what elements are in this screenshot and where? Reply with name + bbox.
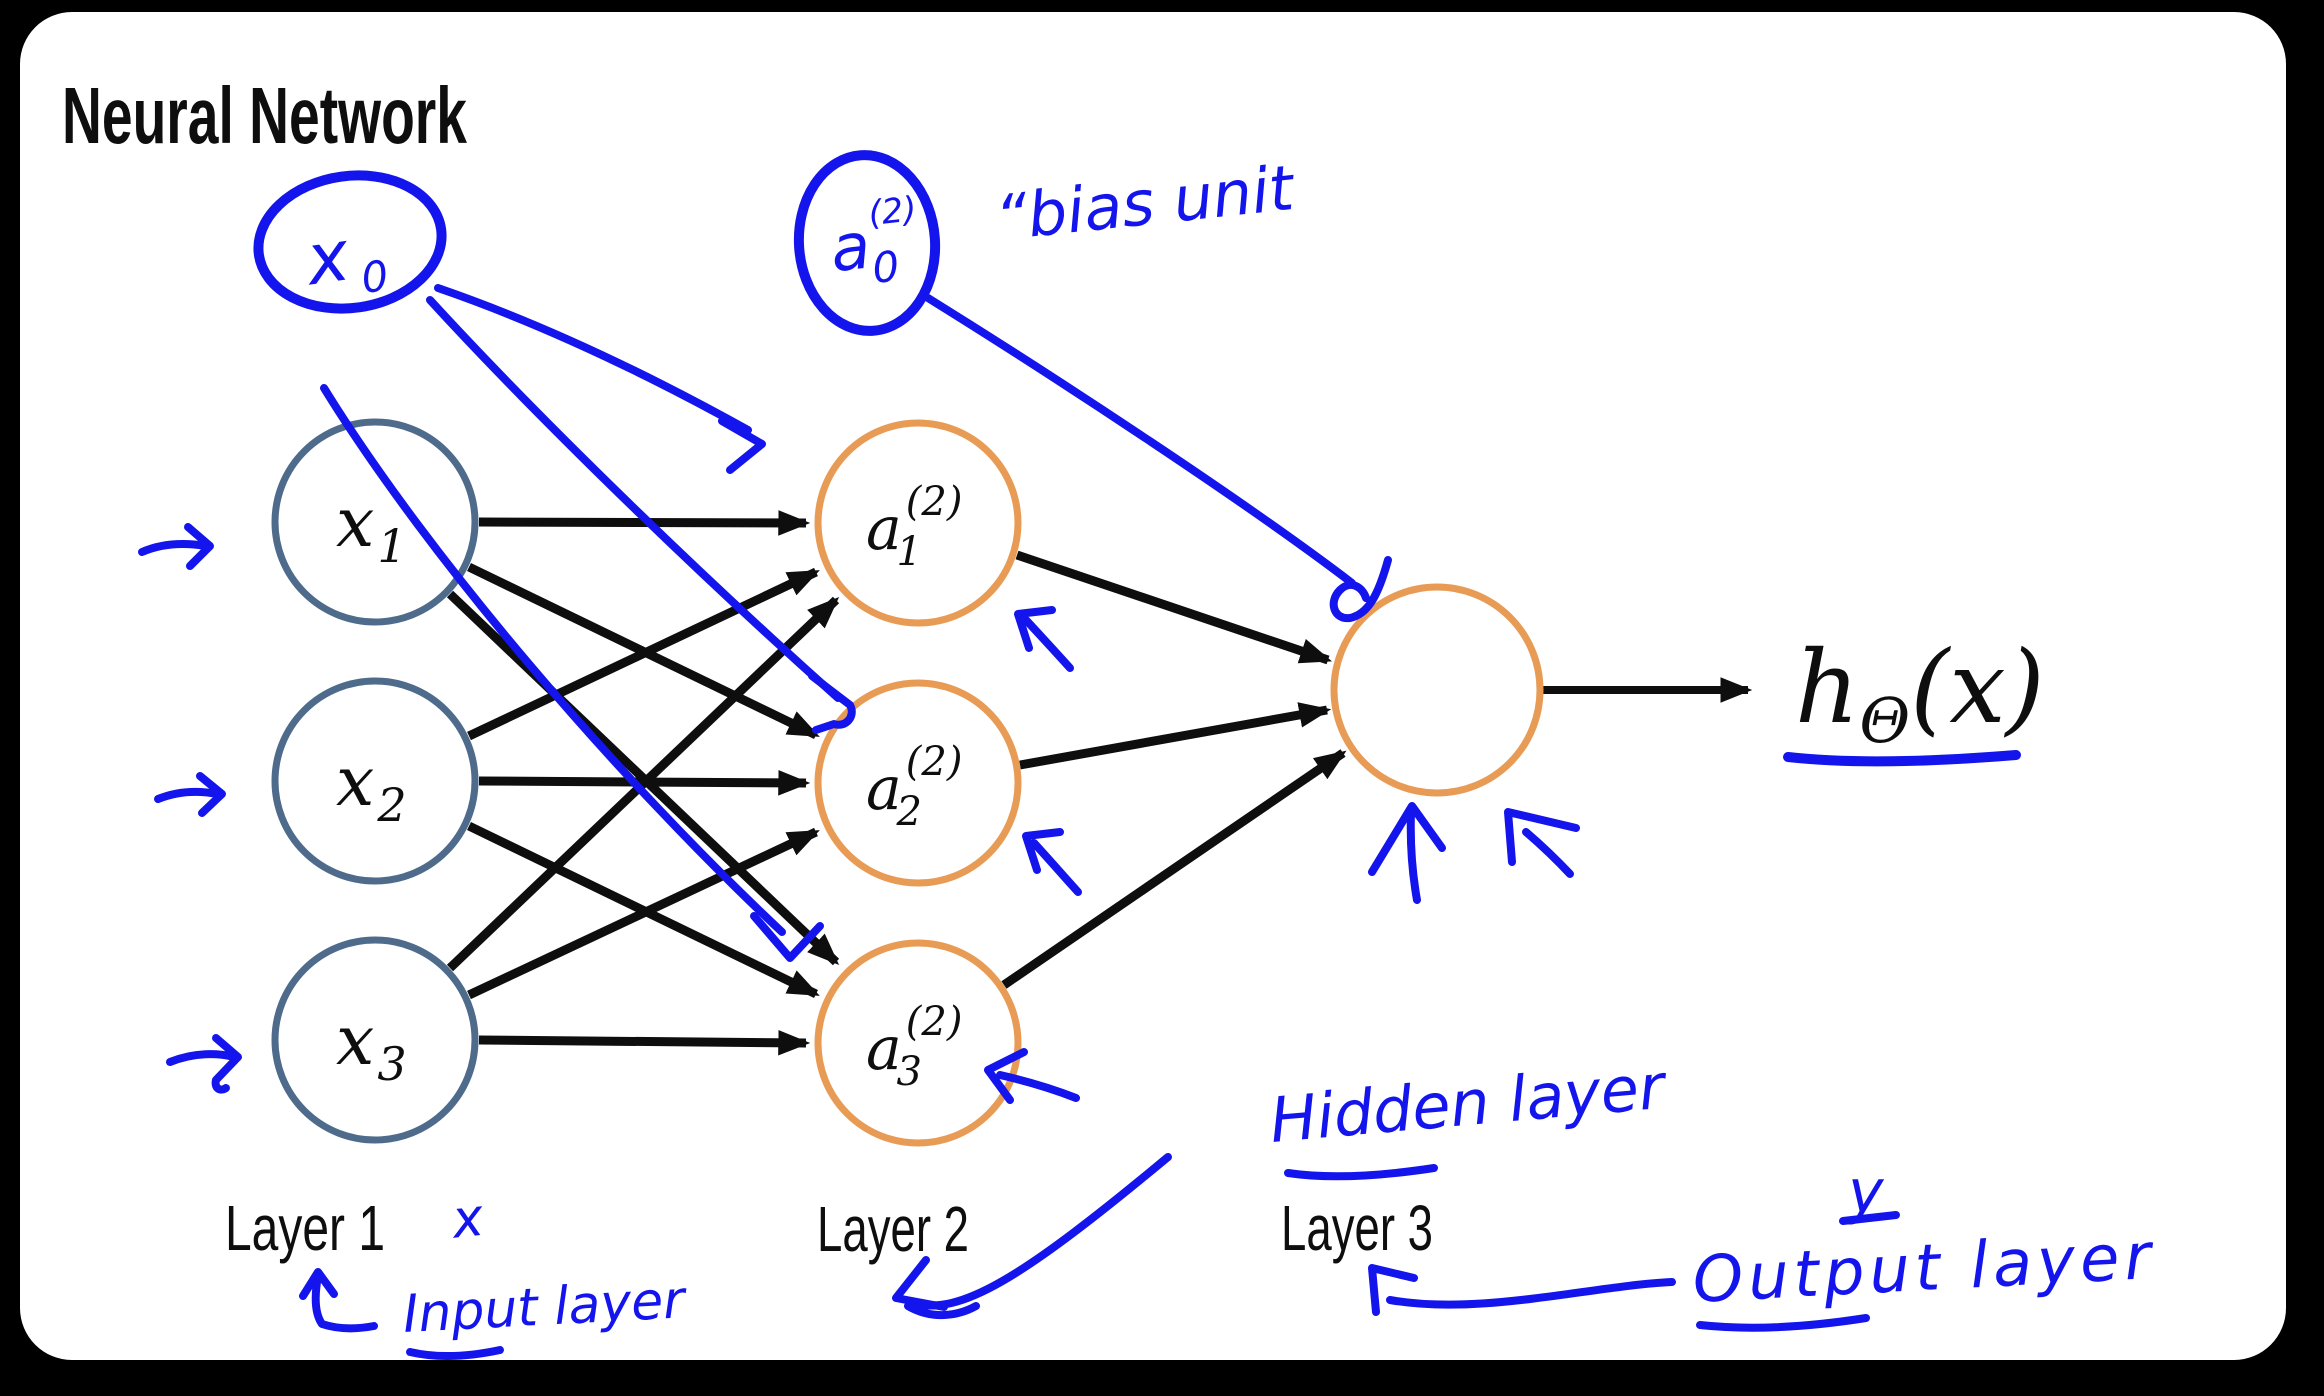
hypothesis-formula: hΘ(x) (1795, 629, 2045, 757)
pointer-arrow-a2 (1022, 828, 1082, 896)
bias-hidden-label: a(2)0 (825, 189, 924, 297)
bias-input-stroke-a2 (426, 296, 842, 702)
pointer-arrow-output-1 (1368, 802, 1446, 904)
pointer-arrow-a1 (1014, 606, 1074, 672)
hypothesis-h: h (1795, 629, 1859, 746)
hidden-node-a2 (814, 679, 1022, 887)
bias-input-stroke-a1 (434, 284, 752, 434)
connection-line (1001, 749, 1347, 989)
hidden-layer-arrow (892, 1153, 1172, 1320)
hidden-layer-nodes: a(2)1 a(2)2 a(2)3 (814, 419, 1022, 1147)
input-arrow-x3 (166, 1034, 242, 1094)
bias-input-arrowhead-a3 (750, 912, 824, 962)
input-layer-note: Input layer (402, 1270, 690, 1345)
hidden-node-a1 (814, 419, 1022, 627)
hidden-node-a3 (814, 939, 1022, 1147)
connection-line (1015, 550, 1333, 665)
connections-hidden-output (1001, 550, 1347, 989)
input-node-x1-label: x1 (336, 484, 407, 573)
bias-input-arrowhead-a1 (718, 417, 766, 474)
layer3-arrow (1368, 1264, 1676, 1316)
connection-line (467, 567, 820, 741)
bias-hidden-arrowhead-output (1329, 556, 1392, 623)
hidden-underline (1284, 1164, 1438, 1181)
input-layer-arrow (299, 1268, 378, 1333)
hidden-node-a1-label: a(2)1 (866, 479, 962, 575)
input-node-x3 (271, 936, 479, 1144)
input-node-x1 (271, 418, 479, 626)
x-note: x (447, 1188, 487, 1251)
hidden-node-a2-label: a(2)2 (866, 739, 962, 835)
input-node-x3-label: x3 (336, 1002, 407, 1091)
y-underline (1839, 1211, 1900, 1225)
input-node-x2-label: x2 (336, 743, 407, 832)
connection-line (1019, 702, 1332, 770)
connection-line (446, 596, 840, 972)
hypothesis-underline (1783, 750, 2021, 767)
output-node (1330, 583, 1544, 797)
bias-input-arrowhead-a2 (808, 672, 856, 734)
bias-hidden-circle (793, 150, 941, 336)
output-underline (1696, 1314, 1870, 1332)
connections-input-hidden (446, 510, 840, 1056)
layer-2-label: Layer 2 (817, 1193, 969, 1265)
input-node-x2 (271, 677, 479, 885)
input-layer-nodes: x1 x2 x3 (271, 418, 479, 1144)
input-arrow-x2 (154, 772, 226, 817)
connection-line (478, 1029, 811, 1056)
pointer-arrow-output-2 (1504, 808, 1580, 878)
hypothesis-theta: Θ (1859, 684, 1910, 757)
hypothesis-arg: (x) (1910, 629, 2044, 746)
hidden-node-a3-label: a(2)3 (866, 999, 962, 1095)
input-underline (406, 1346, 504, 1361)
bias-input-stroke-a3 (320, 384, 786, 936)
connection-line (478, 510, 811, 536)
layer-1-label: Layer 1 (225, 1192, 385, 1264)
connection-line (467, 827, 820, 1000)
bias-hidden-stroke-output (924, 294, 1356, 587)
page-title: Neural Network (62, 71, 467, 160)
input-arrow-x1 (138, 523, 214, 570)
layer-3-label: Layer 3 (1281, 1192, 1433, 1264)
pointer-arrow-a3 (984, 1048, 1080, 1104)
bias-input-circle (253, 170, 447, 314)
